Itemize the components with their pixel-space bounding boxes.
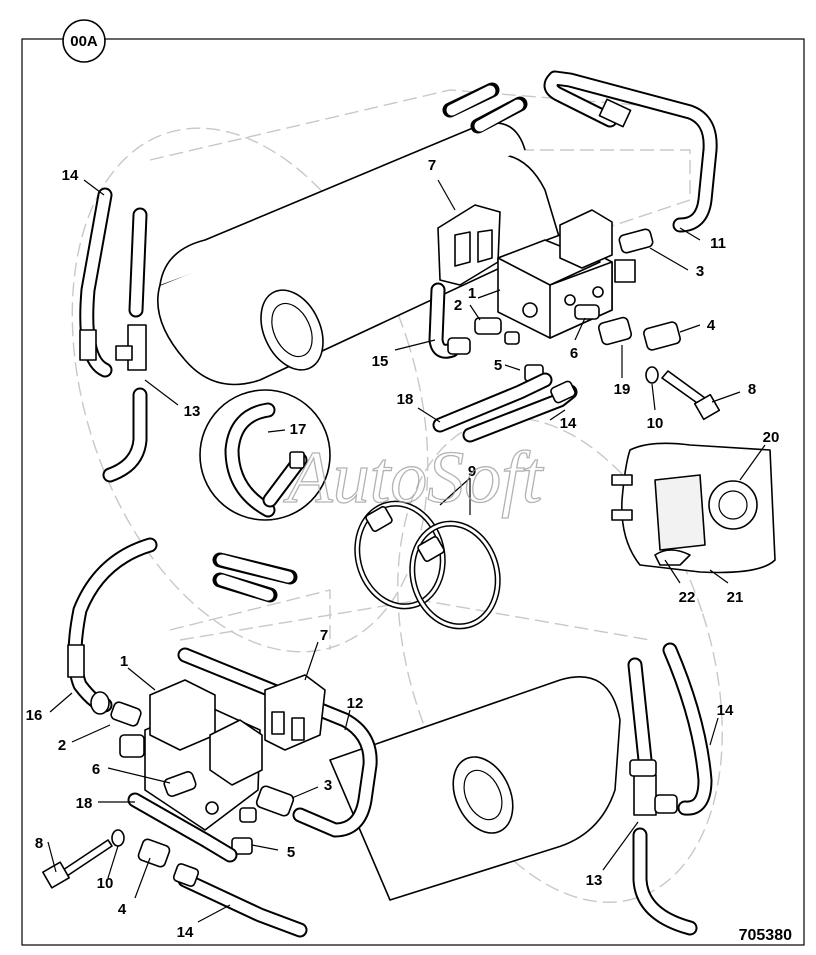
callout-3-upper: 3 bbox=[696, 263, 704, 280]
tube-12 bbox=[177, 647, 378, 838]
bolt-8-lower bbox=[42, 829, 125, 889]
lower-assembly bbox=[42, 537, 713, 938]
callout-21: 21 bbox=[727, 589, 744, 606]
tank-lower bbox=[329, 676, 621, 901]
drawing-frame bbox=[21, 38, 805, 946]
hoses-18-14-upper bbox=[432, 372, 578, 443]
callout-7-upper: 7 bbox=[428, 157, 436, 174]
pipe-stubs-lower bbox=[212, 552, 298, 603]
callout-4-lower: 4 bbox=[118, 901, 127, 918]
pipe-stubs-upper bbox=[442, 82, 528, 134]
callout-22: 22 bbox=[679, 589, 696, 606]
bolt-8-upper bbox=[645, 366, 721, 421]
detail-circle-17 bbox=[199, 389, 331, 521]
right-hoses-lower bbox=[627, 642, 713, 936]
callout-3-lower: 3 bbox=[324, 777, 332, 794]
callout-20: 20 bbox=[763, 429, 780, 446]
callout-2-upper: 2 bbox=[454, 297, 462, 314]
fittings-upper bbox=[474, 228, 681, 382]
callout-15: 15 bbox=[372, 353, 389, 370]
callout-14-lower-bottom: 14 bbox=[177, 924, 194, 941]
section-tag: 00A bbox=[62, 19, 106, 63]
callout-1-upper: 1 bbox=[468, 285, 476, 302]
callout-7-lower: 7 bbox=[320, 627, 328, 644]
upper-assembly bbox=[79, 70, 721, 483]
section-tag-label: 00A bbox=[70, 33, 98, 50]
callout-18-lower: 18 bbox=[76, 795, 93, 812]
callout-1-lower: 1 bbox=[120, 653, 128, 670]
callout-10-upper: 10 bbox=[647, 415, 664, 432]
callout-12: 12 bbox=[347, 695, 364, 712]
drawing-number: 705380 bbox=[739, 927, 792, 944]
callout-16: 16 bbox=[26, 707, 43, 724]
callout-17: 17 bbox=[290, 421, 307, 438]
hose-15 bbox=[428, 282, 471, 359]
hoses-18-14-lower bbox=[127, 792, 308, 938]
callout-labels: 14 7 1 2 11 3 4 6 15 5 19 8 10 13 18 17 … bbox=[26, 157, 780, 941]
callout-13-lower: 13 bbox=[586, 872, 603, 889]
callout-5-upper: 5 bbox=[494, 357, 502, 374]
fittings-lower bbox=[110, 701, 295, 855]
callout-6-upper: 6 bbox=[570, 345, 578, 362]
callout-8-lower: 8 bbox=[35, 835, 43, 852]
left-hose-upper bbox=[79, 187, 148, 483]
callout-18-upper: 18 bbox=[397, 391, 414, 408]
callout-2-lower: 2 bbox=[58, 737, 66, 754]
bracket-7-lower bbox=[264, 674, 326, 751]
callout-6-lower: 6 bbox=[92, 761, 100, 778]
bracket-7-upper bbox=[437, 204, 501, 286]
hose-clamps-9 bbox=[354, 500, 501, 630]
callout-19: 19 bbox=[614, 381, 631, 398]
callout-10-lower: 10 bbox=[97, 875, 114, 892]
hose-16 bbox=[67, 537, 158, 715]
callout-11: 11 bbox=[710, 235, 726, 252]
u-tube-11 bbox=[543, 70, 718, 233]
watermark-logo: AutoSoft bbox=[283, 437, 545, 519]
callout-13-upper: 13 bbox=[184, 403, 201, 420]
callout-5-lower: 5 bbox=[287, 844, 295, 861]
tank-upper bbox=[157, 121, 561, 386]
leader-lines bbox=[47, 179, 766, 923]
inset-view bbox=[611, 442, 776, 574]
callout-14-lower-right: 14 bbox=[717, 702, 734, 719]
valve-block-lower bbox=[119, 679, 263, 831]
callout-8-upper: 8 bbox=[748, 381, 756, 398]
callout-4-upper: 4 bbox=[707, 317, 716, 334]
callout-14-upper-left: 14 bbox=[62, 167, 79, 184]
callout-9: 9 bbox=[468, 463, 476, 480]
callout-14-upper-mid: 14 bbox=[560, 415, 577, 432]
